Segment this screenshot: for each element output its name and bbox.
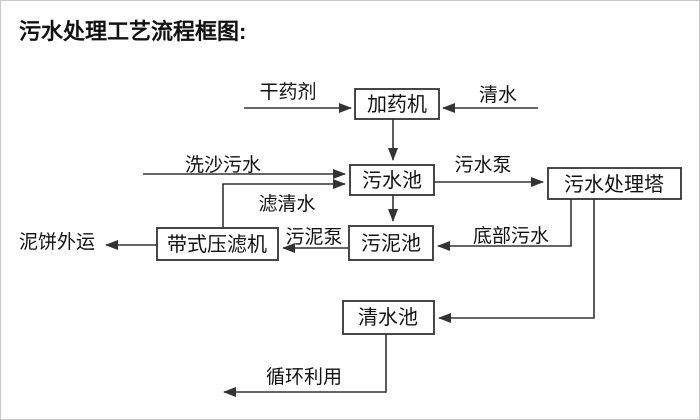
sewage-pool-label: 污水池 — [362, 169, 422, 192]
bottom-sewage-label: 底部污水 — [473, 225, 549, 247]
treatment-tower-box — [547, 167, 682, 200]
belt-filter-press-box — [156, 227, 279, 261]
filtered-water-label: 滤清水 — [258, 193, 315, 215]
arrow-filtered-water-to-sewage-pool — [222, 179, 346, 228]
arrow-bottom-sewage-to-sludge-pool — [437, 199, 572, 251]
dosing-machine-label: 加药机 — [367, 93, 427, 116]
sludge-pool-label: 污泥池 — [361, 232, 421, 255]
dosing-machine-box — [354, 88, 440, 120]
sewage-pool-box — [349, 164, 435, 196]
flow-labels: 干药剂 清水 洗沙污水 滤清水 污水泵 污泥泵 底部污水 泥饼外运 循环利用 — [19, 81, 549, 388]
box-belt-filter-press: 带式压滤机 — [156, 227, 279, 261]
mud-cake-out-label: 泥饼外运 — [19, 231, 95, 253]
clean-water-in-label: 清水 — [479, 84, 517, 106]
box-dosing-machine: 加药机 — [354, 88, 440, 120]
treatment-tower-label: 污水处理塔 — [564, 173, 664, 196]
page-title: 污水处理工艺流程框图: — [19, 19, 246, 44]
sand-washing-sewage-label: 洗沙污水 — [185, 154, 261, 176]
flow-arrows — [105, 103, 595, 397]
recycle-use-label: 循环利用 — [266, 366, 342, 388]
dry-chemical-label: 干药剂 — [259, 81, 316, 103]
arrow-recycle-use — [223, 334, 387, 397]
clean-water-pool-box — [342, 300, 435, 335]
box-clean-water-pool: 清水池 — [342, 300, 435, 335]
arrow-tower-to-clean-water-pool — [438, 199, 595, 323]
process-boxes: 加药机 污水池 污水处理塔 污泥池 带式压滤机 清水池 — [156, 88, 682, 335]
belt-filter-press-label: 带式压滤机 — [167, 233, 267, 256]
box-sewage-pool: 污水池 — [349, 164, 435, 196]
clean-water-pool-label: 清水池 — [358, 306, 418, 329]
sludge-pump-label: 污泥泵 — [285, 226, 342, 248]
box-sludge-pool: 污泥池 — [348, 225, 434, 261]
box-treatment-tower: 污水处理塔 — [547, 167, 682, 200]
sludge-pool-box — [348, 225, 434, 261]
sewage-pump-label: 污水泵 — [454, 154, 511, 176]
